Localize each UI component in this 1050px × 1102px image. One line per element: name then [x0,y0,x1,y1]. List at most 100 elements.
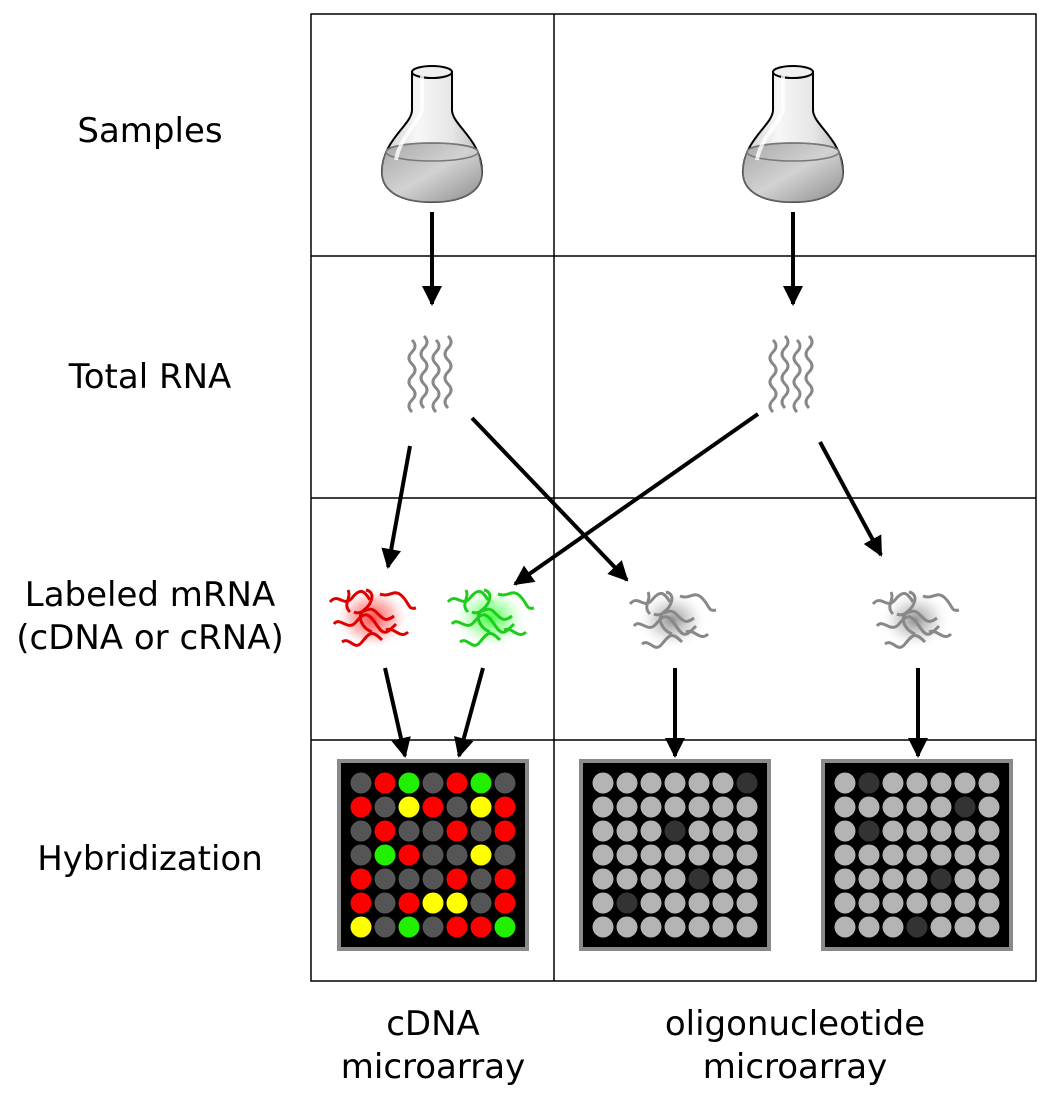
array-spot [736,820,758,842]
array-spot [736,844,758,866]
array-spot [664,892,686,914]
flask-icon-oligo [741,64,845,204]
array-spot [494,796,516,818]
array-spot [640,796,662,818]
arrow-rna-oligo-to-gray-2 [818,441,883,557]
array-spot [834,820,856,842]
arrow-red-to-cdna-array [383,667,411,758]
array-spot [882,772,904,794]
array-spot [350,772,372,794]
arrow-rna-to-gray-1 [470,416,629,582]
array-spot [494,868,516,890]
array-spot [688,916,710,938]
array-spot [422,772,444,794]
array-spot [978,844,1000,866]
array-spot [882,868,904,890]
array-spot [688,844,710,866]
array-spot [882,796,904,818]
array-spot [834,868,856,890]
array-spot [494,820,516,842]
array-spot [470,916,492,938]
array-spot [640,772,662,794]
array-spot [664,844,686,866]
array-spot [592,844,614,866]
array-spot [858,868,880,890]
array-spot [446,772,468,794]
array-spot [446,844,468,866]
array-spot [858,796,880,818]
array-spot [398,868,420,890]
array-spot [592,916,614,938]
array-spot [906,844,928,866]
array-spot [350,892,372,914]
array-spot [858,772,880,794]
array-spot [398,820,420,842]
flask-icon-cdna [380,64,484,204]
cdna-microarray-chip [337,759,529,951]
rna-strands-icon-cdna [407,334,453,414]
array-spot [422,892,444,914]
array-spot [688,796,710,818]
array-spot [736,868,758,890]
array-spot [446,892,468,914]
array-spot [978,916,1000,938]
column-label-cdna-line1: cDNA [386,1004,480,1044]
row-label-labeled-mrna-line2: (cDNA or cRNA) [16,617,284,658]
array-spot [374,820,396,842]
array-spot [954,844,976,866]
array-spot [374,844,396,866]
array-spot [930,820,952,842]
array-spot [664,868,686,890]
arrow-rna-to-red [381,445,412,569]
array-spot [906,772,928,794]
array-spot [664,796,686,818]
array-spot [398,916,420,938]
array-spot [398,796,420,818]
array-spot [858,844,880,866]
array-spot [616,844,638,866]
array-spot [422,820,444,842]
array-spot [906,892,928,914]
array-spot [664,820,686,842]
array-spot [712,916,734,938]
array-spot [906,868,928,890]
array-spot [640,916,662,938]
array-spot [930,844,952,866]
array-spot [712,820,734,842]
array-spot [470,820,492,842]
array-spot [834,796,856,818]
array-spot [470,772,492,794]
row-label-total-rna: Total RNA [68,357,232,397]
array-spot [882,820,904,842]
array-spot [640,844,662,866]
array-spot [494,916,516,938]
array-spot [834,844,856,866]
array-spot [906,796,928,818]
array-spot [858,892,880,914]
array-spot [712,772,734,794]
array-spot [470,868,492,890]
array-spot [470,844,492,866]
array-spot [688,892,710,914]
array-spot [736,916,758,938]
array-spot [930,868,952,890]
array-spot [446,916,468,938]
oligo-microarray-chip-2 [821,759,1013,951]
array-spot [592,892,614,914]
array-spot [834,916,856,938]
array-spot [494,844,516,866]
arrow-green-to-cdna-array [454,667,485,758]
array-spot [954,916,976,938]
array-spot [374,796,396,818]
array-spot [422,796,444,818]
array-spot [616,796,638,818]
arrow-rna-oligo-to-green [513,412,760,586]
array-spot [712,844,734,866]
oligo-microarray-chip-1 [579,759,771,951]
row-label-labeled-mrna-line1: Labeled mRNA [24,575,276,615]
array-spot [712,796,734,818]
array-spot [350,916,372,938]
array-spot [712,892,734,914]
array-spot [930,772,952,794]
